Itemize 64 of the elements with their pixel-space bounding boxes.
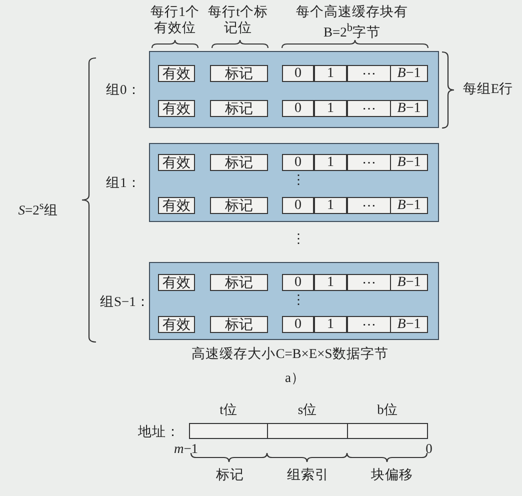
bit-count-label: s位 bbox=[296, 402, 318, 418]
set-label: 组1： bbox=[106, 175, 141, 191]
column-header: 每个高速缓存块有B=2$^{b}$字节 bbox=[296, 4, 408, 40]
bit-count-label: t位 bbox=[218, 402, 238, 418]
set-label: 组S−1： bbox=[100, 294, 150, 310]
line-field: 标记 bbox=[210, 197, 268, 214]
caption: 高速缓存大小C=B×E×S数据字节 bbox=[190, 346, 390, 362]
line-field: ⋯ bbox=[347, 154, 391, 171]
line-field: 有效 bbox=[158, 316, 195, 333]
figure-label: a） bbox=[284, 370, 306, 386]
line-field: 0 bbox=[282, 154, 314, 171]
address-field bbox=[267, 423, 348, 439]
lines-per-set-label: 每组E行 bbox=[462, 81, 514, 97]
cache-set-panel bbox=[149, 143, 439, 222]
ellipsis: ⋮ bbox=[292, 292, 304, 308]
line-field: 有效 bbox=[158, 65, 195, 82]
line-field: 0 bbox=[282, 274, 314, 291]
column-header: 每行t个标记位 bbox=[208, 4, 268, 36]
field-name: 标记 bbox=[215, 467, 245, 483]
line-field: B−1 bbox=[390, 316, 428, 333]
set-count-label: S=2$^{s}$组 bbox=[17, 199, 59, 218]
line-field: 1 bbox=[314, 197, 347, 214]
bit-position: 0 bbox=[424, 441, 434, 457]
line-field: 1 bbox=[314, 100, 347, 117]
line-field: 标记 bbox=[210, 154, 268, 171]
line-field: 0 bbox=[282, 65, 314, 82]
line-field: B−1 bbox=[390, 100, 428, 117]
line-field: ⋯ bbox=[347, 274, 391, 291]
line-field: ⋯ bbox=[347, 316, 391, 333]
line-field: B−1 bbox=[390, 274, 428, 291]
line-field: 有效 bbox=[158, 274, 195, 291]
ellipsis: ⋮ bbox=[292, 172, 304, 188]
line-field: 0 bbox=[282, 197, 314, 214]
line-field: 1 bbox=[314, 274, 347, 291]
line-field: 0 bbox=[282, 100, 314, 117]
column-header: 每行1个有效位 bbox=[150, 4, 200, 36]
line-field: 0 bbox=[282, 316, 314, 333]
address-field bbox=[347, 423, 428, 439]
line-field: 标记 bbox=[210, 100, 268, 117]
cache-set-panel bbox=[149, 262, 439, 340]
bit-count-label: b位 bbox=[376, 402, 399, 418]
line-field: 标记 bbox=[210, 65, 268, 82]
bit-position: m−1 bbox=[172, 441, 200, 457]
address-field bbox=[189, 423, 268, 439]
line-field: B−1 bbox=[390, 197, 428, 214]
line-field: ⋯ bbox=[347, 197, 391, 214]
line-field: 标记 bbox=[210, 316, 268, 333]
field-name: 块偏移 bbox=[370, 467, 414, 483]
line-field: 1 bbox=[314, 316, 347, 333]
line-field: B−1 bbox=[390, 65, 428, 82]
field-name: 组索引 bbox=[286, 467, 330, 483]
cache-set-panel bbox=[149, 51, 439, 128]
line-field: ⋯ bbox=[347, 100, 391, 117]
line-field: 标记 bbox=[210, 274, 268, 291]
line-field: 有效 bbox=[158, 100, 195, 117]
line-field: B−1 bbox=[390, 154, 428, 171]
address-label: 地址： bbox=[137, 424, 181, 440]
line-field: 有效 bbox=[158, 154, 195, 171]
line-field: 有效 bbox=[158, 197, 195, 214]
set-label: 组0： bbox=[106, 82, 141, 98]
ellipsis: ⋮ bbox=[292, 231, 304, 247]
line-field: ⋯ bbox=[347, 65, 391, 82]
line-field: 1 bbox=[314, 65, 347, 82]
line-field: 1 bbox=[314, 154, 347, 171]
